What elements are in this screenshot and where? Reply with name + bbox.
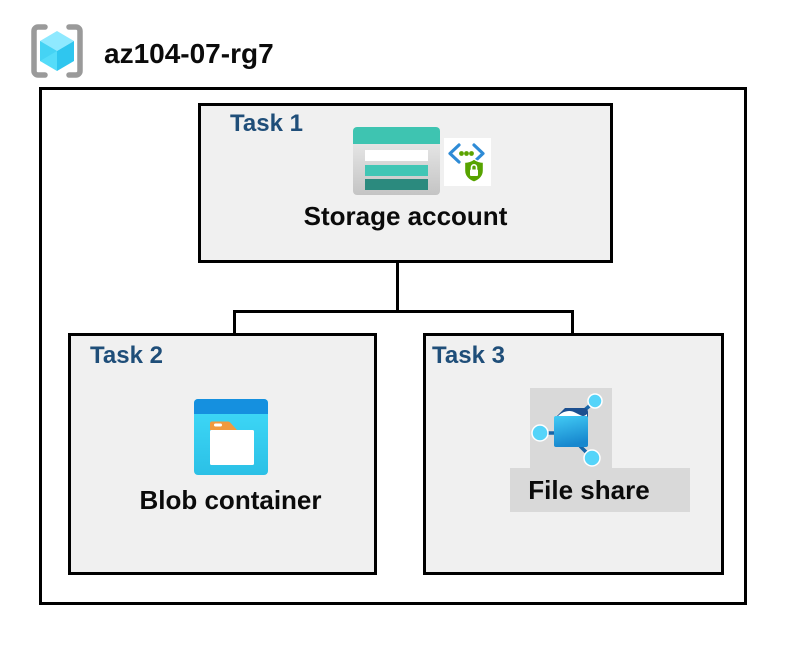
task2-label: Task 2 (90, 342, 163, 369)
resource-group-title: az104-07-rg7 (104, 38, 274, 69)
storage-account-icon (353, 127, 440, 195)
task3-box (423, 333, 724, 575)
blob-container-icon (194, 399, 268, 475)
secure-access-icon (444, 138, 491, 186)
file-share-label: File share (528, 475, 650, 505)
connector-storage-stem (396, 232, 399, 313)
file-share-label-highlight: File share (510, 468, 690, 512)
connector-horizontal (233, 310, 574, 313)
resource-group-icon (28, 22, 86, 80)
file-share-icon (531, 393, 603, 467)
task1-label: Task 1 (230, 110, 303, 137)
blob-container-label: Blob container (139, 485, 322, 515)
storage-account-label: Storage account (303, 201, 508, 231)
file-share-selection-highlight (530, 388, 612, 468)
task3-label: Task 3 (432, 342, 505, 369)
